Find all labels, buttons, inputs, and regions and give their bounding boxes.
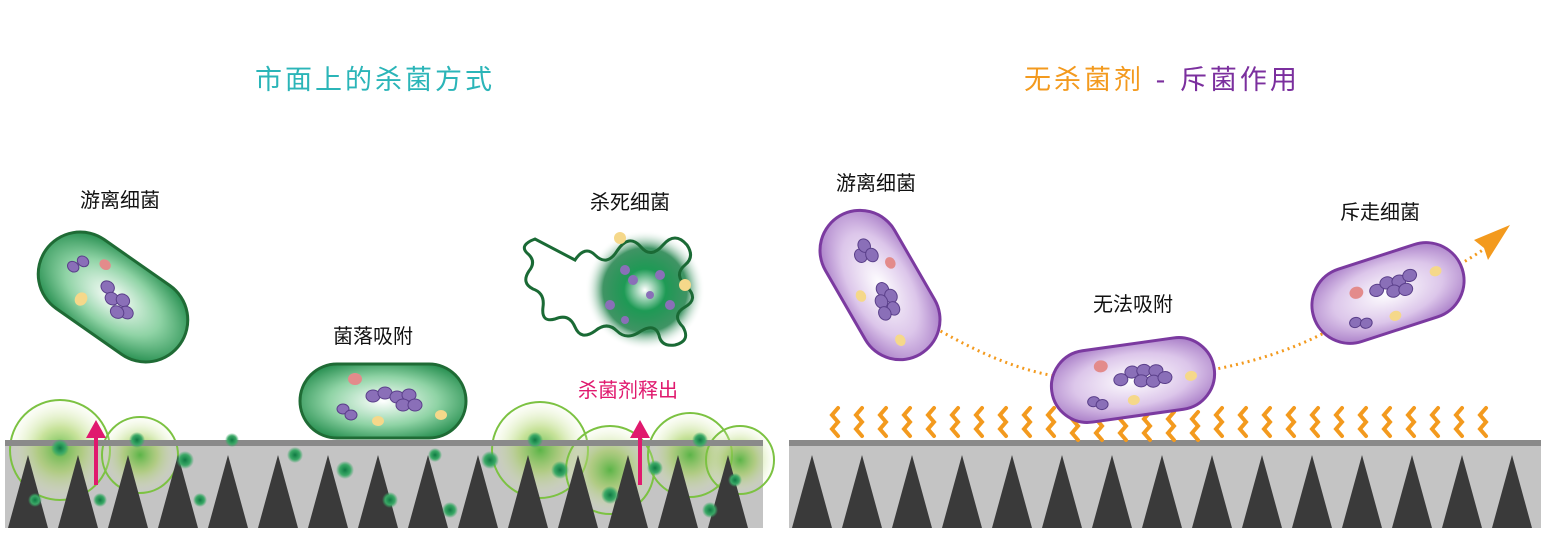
- right-surface-line: [789, 440, 1541, 446]
- label-repelled-bacteria: 斥走细菌: [1340, 200, 1420, 224]
- right-panel: [789, 208, 1541, 528]
- release-arrow-right: [630, 420, 650, 485]
- left-panel-title: 市面上的杀菌方式: [255, 65, 495, 96]
- right-spikes: [792, 455, 1532, 528]
- label-floating-bacteria-right: 游离细菌: [836, 171, 916, 195]
- left-spikes: [8, 455, 748, 528]
- hovering-bacterium-purple: [1049, 336, 1217, 424]
- label-cannot-attach: 无法吸附: [1093, 292, 1173, 316]
- label-floating-bacteria-left: 游离细菌: [80, 188, 160, 212]
- floating-bacterium-purple: [818, 208, 942, 362]
- right-title-part2: 斥菌作用: [1179, 65, 1300, 96]
- label-biocide-release: 杀菌剂释出: [578, 378, 678, 402]
- repelled-bacterium-purple: [1310, 241, 1466, 345]
- right-title-part1: 无杀菌剂: [1024, 65, 1144, 96]
- left-panel: [5, 230, 775, 528]
- right-title-separator: -: [1144, 65, 1180, 96]
- label-colony-attached: 菌落吸附: [333, 324, 413, 348]
- biocide-particles: [28, 432, 742, 518]
- killed-bacterium: [522, 230, 705, 350]
- right-panel-title: 无杀菌剂 - 斥菌作用: [1024, 58, 1300, 97]
- trajectory-arrowhead: [1474, 225, 1510, 260]
- repellent-brushes: [829, 406, 1489, 442]
- attached-bacterium-green: [298, 362, 468, 440]
- release-arrow-left: [86, 420, 106, 485]
- label-killed-bacteria: 杀死细菌: [590, 190, 670, 214]
- floating-bacterium-green: [36, 230, 190, 364]
- left-surface-line: [5, 440, 763, 446]
